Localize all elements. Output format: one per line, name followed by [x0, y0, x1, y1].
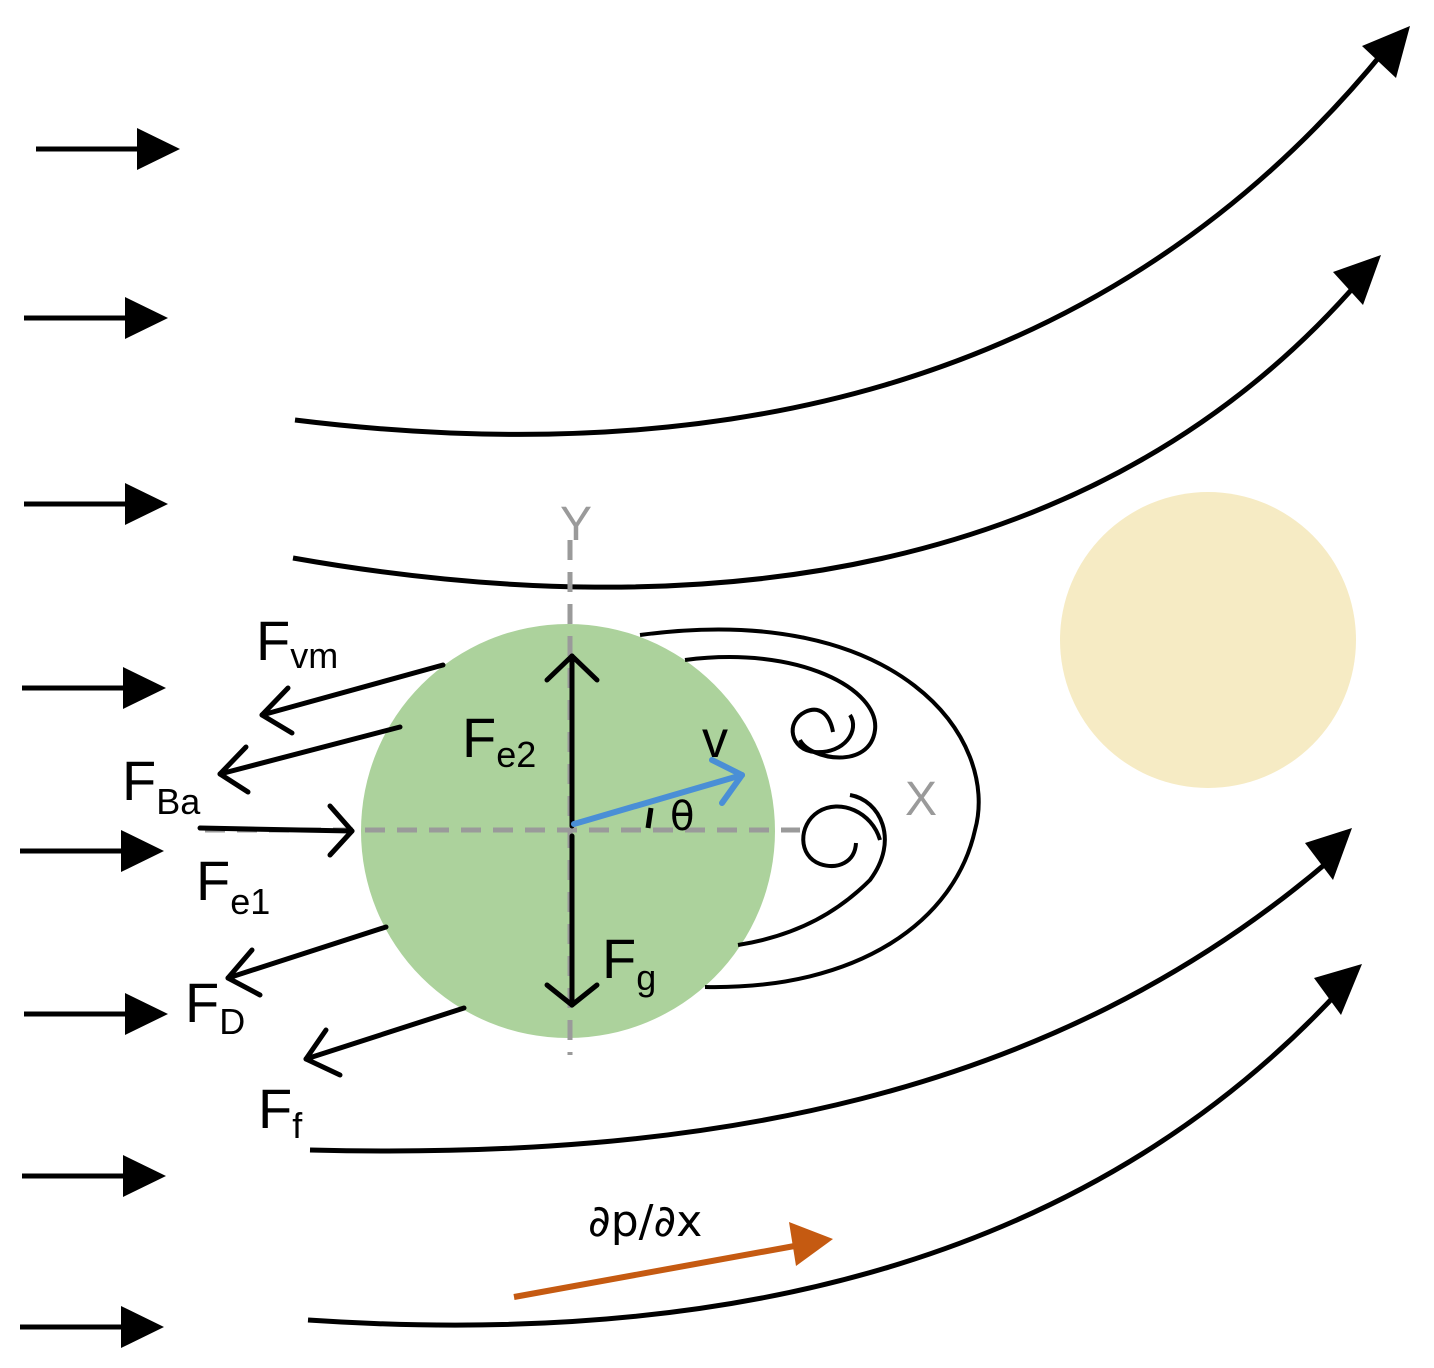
arrowhead	[1305, 828, 1352, 880]
f-f-label: Ff	[258, 1077, 303, 1146]
inflow-arrow	[24, 483, 168, 525]
x-axis-label: X	[905, 773, 937, 826]
f-vm-sub: vm	[290, 635, 338, 676]
inflow-arrow	[24, 993, 168, 1035]
f-e1-label: Fe1	[196, 849, 270, 922]
streamline-top	[294, 48, 1387, 437]
inflow-arrow	[20, 1306, 164, 1348]
wake-outer	[639, 627, 981, 990]
f-vm-label: Fvm	[256, 609, 338, 676]
streamline-bottom	[307, 988, 1342, 1328]
second-particle	[1060, 492, 1356, 788]
f-e2-label: Fe2	[462, 706, 536, 775]
f-ba-arrow	[217, 724, 403, 795]
inflow-arrow	[22, 667, 166, 709]
vortex-lower	[801, 804, 882, 868]
wake-inner	[684, 655, 878, 760]
f-f-sub: f	[292, 1105, 303, 1146]
f-d-sub: D	[219, 1001, 245, 1042]
f-e2-main: F	[462, 706, 496, 769]
inflow-arrow	[36, 128, 180, 170]
y-axis-label: Y	[560, 498, 592, 551]
velocity-label: v	[702, 711, 728, 769]
f-e2-arrow	[544, 653, 600, 829]
streamline-lower	[309, 858, 1332, 1154]
arrowhead	[1314, 964, 1362, 1015]
f-g-label: Fg	[602, 927, 656, 998]
f-e2-sub: e2	[496, 734, 536, 775]
f-e1-arrow	[197, 803, 355, 858]
f-ba-sub: Ba	[156, 781, 201, 822]
f-g-arrow	[544, 833, 600, 1008]
streamline-upper	[292, 278, 1362, 590]
inflow-arrow	[24, 297, 168, 339]
f-g-main: F	[602, 927, 636, 990]
f-vm-arrow	[259, 662, 446, 736]
wake-vortex	[639, 627, 981, 990]
f-vm-main: F	[256, 609, 290, 672]
f-e1-main: F	[196, 849, 230, 912]
arrowhead	[1362, 26, 1410, 78]
streamline-arrowheads	[1305, 26, 1410, 1015]
f-e1-sub: e1	[230, 881, 270, 922]
theta-label: θ	[670, 794, 694, 840]
f-ba-label: FBa	[122, 749, 201, 822]
theta-tick	[645, 807, 654, 829]
f-d-label: FD	[185, 971, 245, 1042]
arrowhead	[1333, 255, 1381, 305]
force-arrows	[197, 653, 600, 1078]
vortex-upper	[790, 707, 856, 755]
inflow-arrow	[22, 1155, 166, 1197]
streamlines	[292, 48, 1387, 1328]
inflow-arrows	[20, 128, 180, 1348]
pressure-gradient-label: ∂p/∂x	[588, 1196, 702, 1247]
f-g-sub: g	[636, 957, 656, 998]
f-f-main: F	[258, 1077, 292, 1140]
velocity-vector	[571, 757, 745, 827]
f-ba-main: F	[122, 749, 156, 812]
wake-inner-lower	[737, 793, 887, 947]
f-d-main: F	[185, 971, 219, 1034]
pressure-gradient-arrow	[513, 1222, 833, 1300]
f-f-arrow	[303, 1005, 467, 1078]
f-d-arrow	[225, 924, 389, 998]
inflow-arrow	[20, 830, 164, 872]
